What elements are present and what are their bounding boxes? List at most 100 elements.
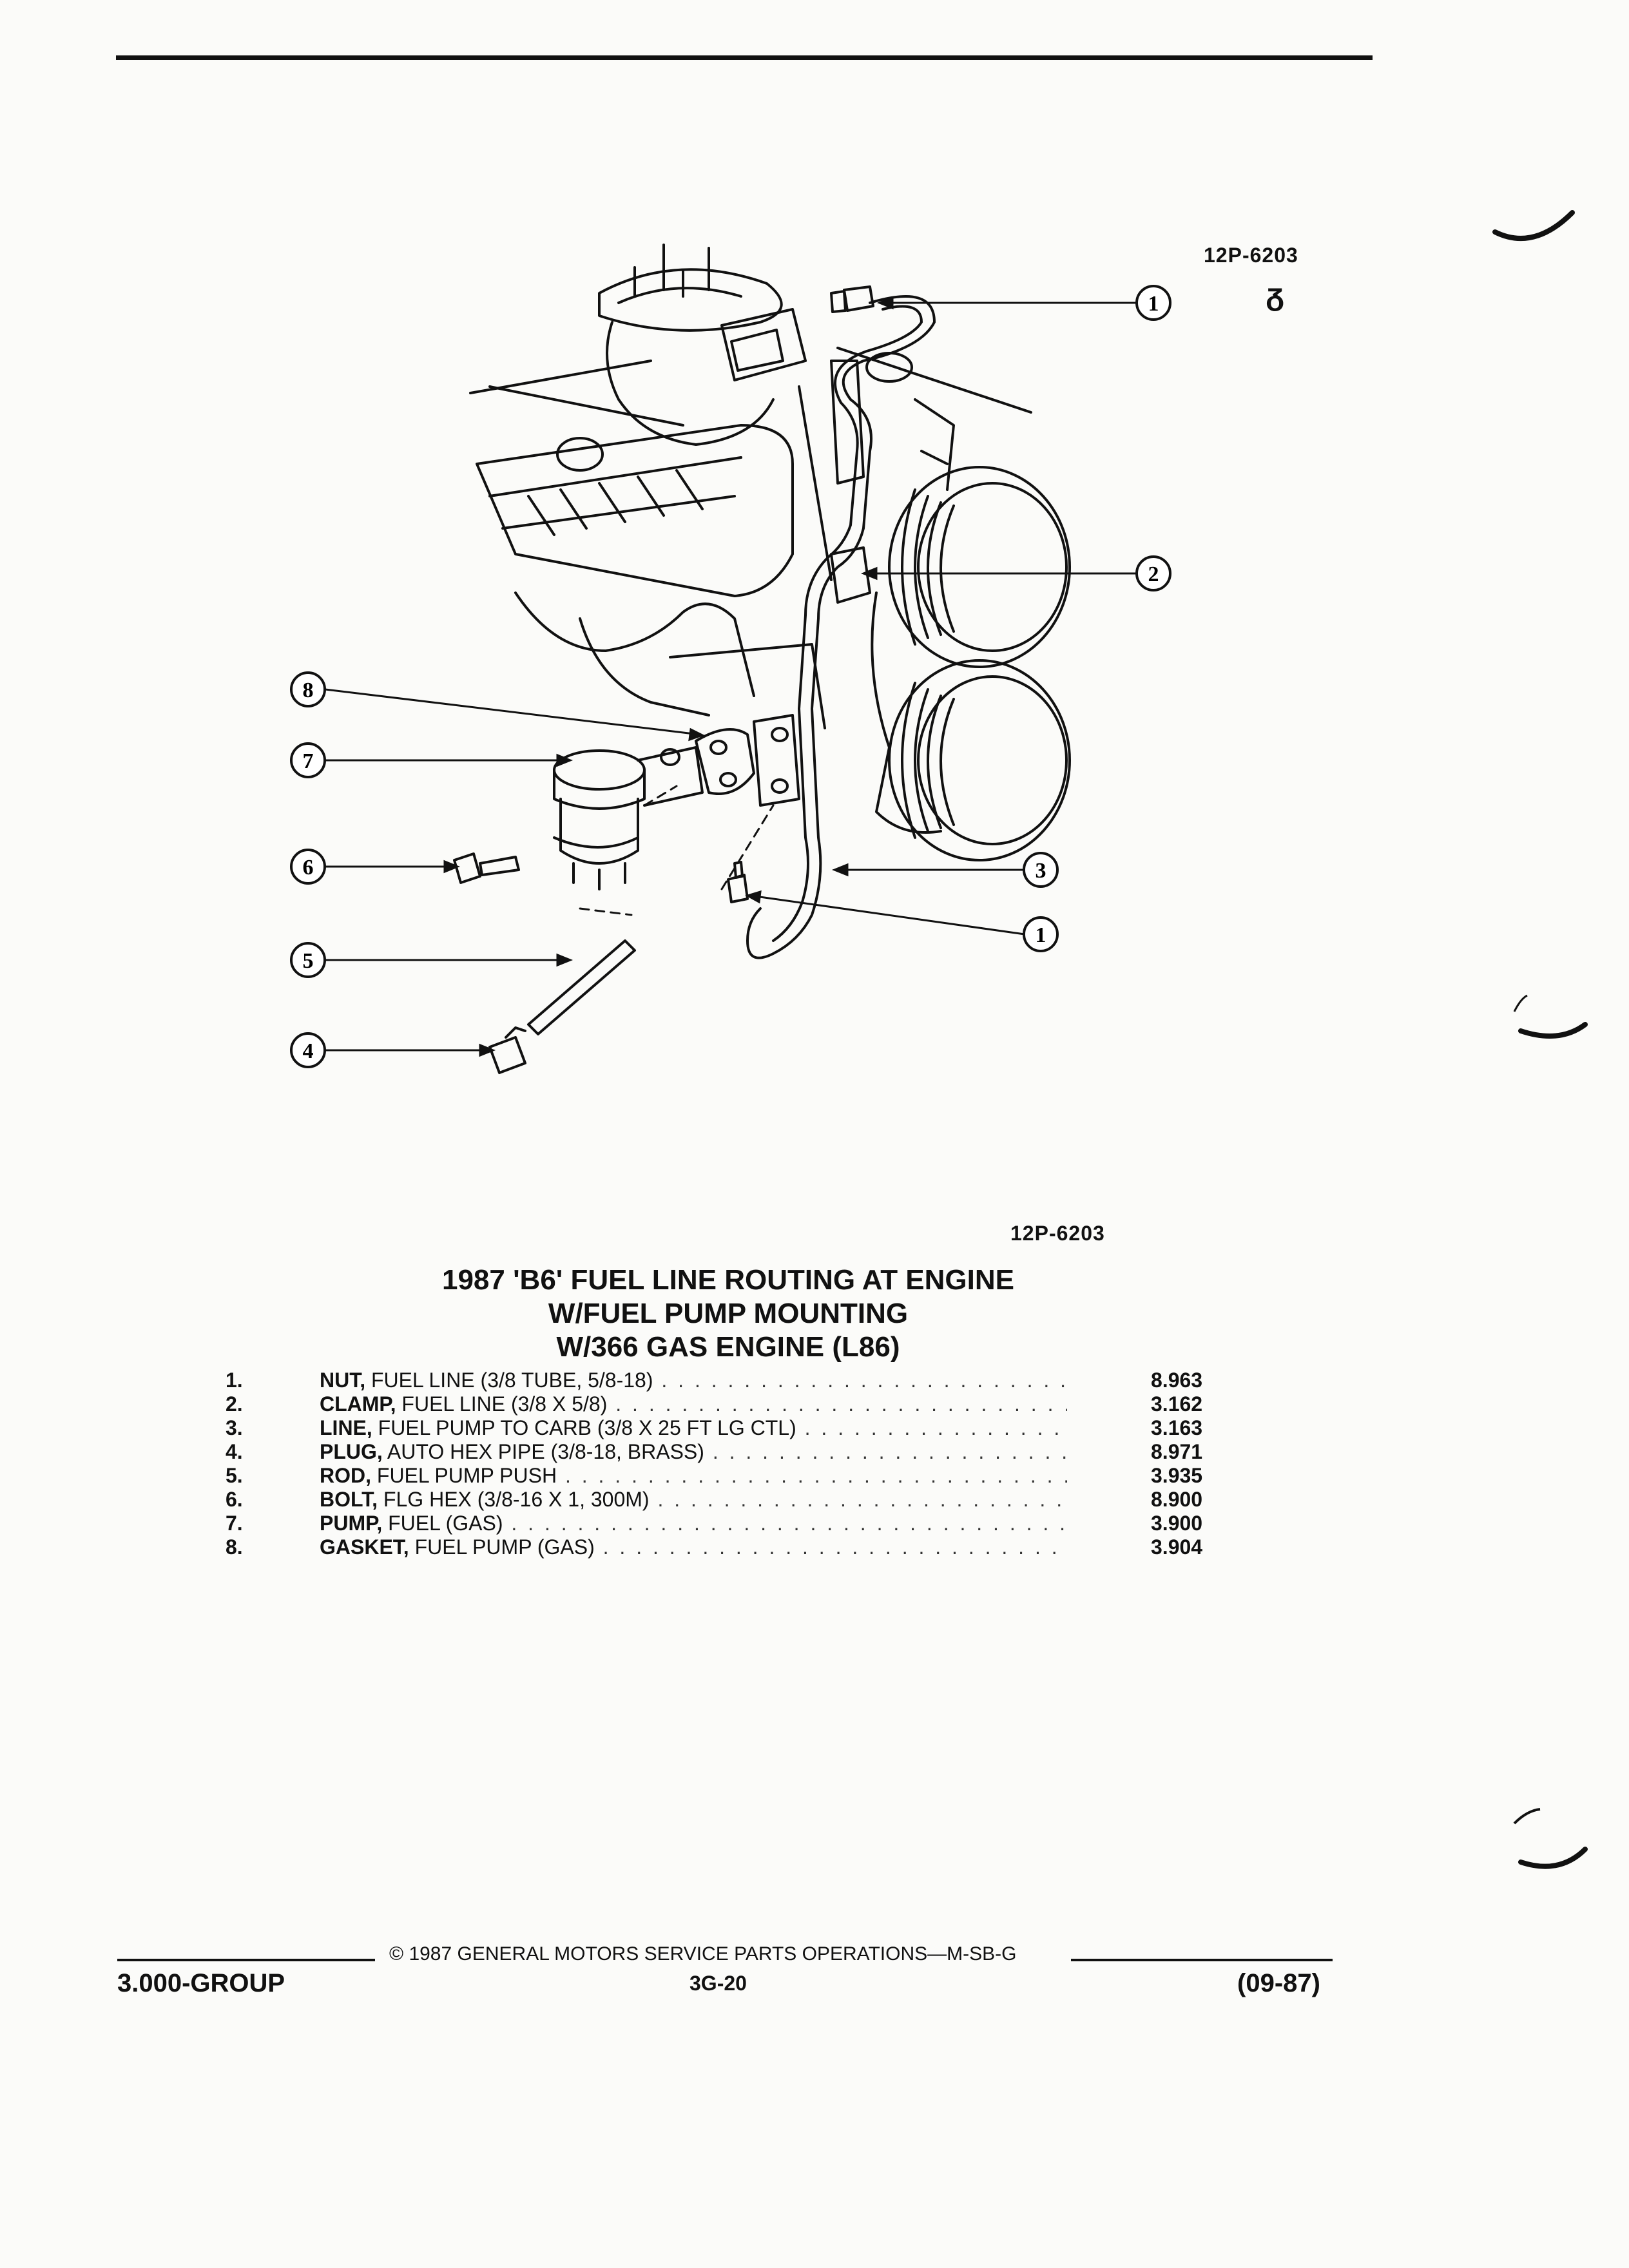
- binding-mark: [1513, 994, 1588, 1039]
- dot-leader: . . . . . . . . . . . . . . . . . . . . …: [511, 1512, 1067, 1535]
- list-item: 6.BOLT, FLG HEX (3/8-16 X 1, 300M) . . .…: [226, 1488, 1231, 1512]
- callout-8: 8: [290, 671, 326, 707]
- fuel-line: [746, 295, 936, 959]
- page-number: 3G-20: [689, 1972, 747, 1995]
- item-description: PUMP, FUEL (GAS) . . . . . . . . . . . .…: [320, 1512, 1067, 1535]
- parts-list: 1. NUT, FUEL LINE (3/8 TUBE, 5/8-18) . . …: [226, 1369, 1231, 1559]
- bottom-fitting: [727, 861, 749, 903]
- binding-mark: [1513, 1808, 1588, 1869]
- line-clamp: [830, 546, 871, 604]
- dot-leader: . . . . . . . . . . . . . . . . . . . . …: [712, 1440, 1067, 1463]
- callout-6: 6: [290, 849, 326, 885]
- item-name: ROD,: [320, 1464, 371, 1487]
- svg-text:5: 5: [303, 949, 314, 973]
- svg-text:2: 2: [1148, 562, 1159, 586]
- item-number: 8.: [226, 1535, 243, 1559]
- dot-leader: . . . . . . . . . . . . . . . . . . . . …: [602, 1535, 1067, 1559]
- item-description: LINE, FUEL PUMP TO CARB (3/8 X 25 FT LG …: [320, 1416, 1067, 1440]
- gasket: [695, 728, 755, 795]
- callout-4: 4: [290, 1032, 326, 1068]
- list-item: 1. NUT, FUEL LINE (3/8 TUBE, 5/8-18) . . …: [226, 1369, 1231, 1392]
- item-number: 3.: [226, 1416, 243, 1439]
- lower-pulley: [888, 659, 1071, 861]
- dot-leader: . . . . . . . . . . . . . . . . . . . . …: [657, 1488, 1067, 1511]
- figure-reference: 12P-6203: [1010, 1222, 1105, 1245]
- item-name: PUMP,: [320, 1512, 383, 1535]
- footer-rule-right: [1071, 1959, 1333, 1961]
- figure-title-line-2: W/FUEL PUMP MOUNTING: [548, 1298, 909, 1329]
- item-description: CLAMP, FUEL LINE (3/8 X 5/8) . . . . . .…: [320, 1392, 1067, 1416]
- svg-text:6: 6: [303, 856, 314, 879]
- item-name: LINE,: [320, 1416, 372, 1439]
- callout-5: 5: [290, 942, 326, 978]
- binding-mark: [1492, 210, 1575, 241]
- item-detail: FUEL PUMP (GAS): [409, 1535, 595, 1559]
- item-detail: FUEL LINE (3/8 TUBE, 5/8-18): [365, 1369, 653, 1392]
- group-code: 3.900: [1151, 1512, 1203, 1535]
- item-detail: AUTO HEX PIPE (3/8-18, BRASS): [382, 1440, 704, 1463]
- callout-3: 3: [1023, 852, 1059, 888]
- fuel-pump: [553, 746, 704, 890]
- item-description: GASKET, FUEL PUMP (GAS) . . . . . . . . …: [320, 1535, 1067, 1559]
- top-fitting: [830, 285, 874, 313]
- push-rod: [527, 939, 636, 1035]
- item-detail: FUEL LINE (3/8 X 5/8): [396, 1392, 608, 1416]
- dot-leader: . . . . . . . . . . . . . . . . . . . . …: [615, 1392, 1067, 1416]
- group-code: 8.963: [1151, 1369, 1203, 1392]
- item-number: 5.: [226, 1464, 243, 1487]
- dot-leader: . . . . . . . . . . . . . . . . . . . . …: [804, 1416, 1067, 1439]
- group-code: 3.904: [1151, 1535, 1203, 1559]
- list-item: 7. PUMP, FUEL (GAS) . . . . . . . . . . .…: [226, 1512, 1231, 1535]
- group-code: 3.935: [1151, 1464, 1203, 1487]
- item-name: PLUG,: [320, 1440, 383, 1463]
- gm-logo-mark: ᵹ: [1266, 278, 1285, 312]
- callout-1-top: 1: [1135, 285, 1171, 321]
- group-code: 3.162: [1151, 1392, 1203, 1416]
- hex-plug: [488, 1026, 526, 1074]
- svg-text:7: 7: [303, 749, 314, 773]
- svg-text:1: 1: [1148, 292, 1159, 316]
- item-detail: FUEL PUMP PUSH: [371, 1464, 557, 1487]
- list-item: 8. GASKET, FUEL PUMP (GAS) . . . . . . . …: [226, 1535, 1231, 1559]
- engine-block: [469, 347, 1032, 581]
- item-name: CLAMP,: [320, 1392, 396, 1416]
- item-number: 1.: [226, 1369, 243, 1392]
- item-detail: FUEL PUMP TO CARB (3/8 X 25 FT LG CTL): [372, 1416, 796, 1439]
- dot-leader: . . . . . . . . . . . . . . . . . . . . …: [564, 1464, 1067, 1487]
- item-detail: FLG HEX (3/8-16 X 1, 300M): [378, 1488, 650, 1511]
- list-item: 5. ROD, FUEL PUMP PUSH . . . . . . . . . …: [226, 1464, 1231, 1488]
- svg-text:4: 4: [303, 1039, 314, 1063]
- item-number: 7.: [226, 1512, 243, 1535]
- item-description: ROD, FUEL PUMP PUSH . . . . . . . . . . …: [320, 1464, 1067, 1488]
- item-number: 6.: [226, 1488, 243, 1511]
- pump-bolt: [453, 852, 520, 884]
- distributor-cap: [598, 268, 783, 332]
- dot-leader: . . . . . . . . . . . . . . . . . . . . …: [661, 1369, 1067, 1392]
- revision-date: (09-87): [1237, 1969, 1320, 1997]
- item-number: 2.: [226, 1392, 243, 1416]
- group-number: 3.000-GROUP: [117, 1969, 285, 1997]
- figure-title-line-1: 1987 'B6' FUEL LINE ROUTING AT ENGINE: [441, 1264, 1015, 1296]
- callout-7: 7: [290, 742, 326, 778]
- callout-1-bottom: 1: [1023, 916, 1059, 952]
- figure-title-line-3: W/366 GAS ENGINE (L86): [556, 1331, 900, 1363]
- svg-text:1: 1: [1036, 923, 1046, 947]
- group-code: 8.971: [1151, 1440, 1203, 1463]
- item-detail: FUEL (GAS): [382, 1512, 503, 1535]
- list-item: 4.PLUG, AUTO HEX PIPE (3/8-18, BRASS) . …: [226, 1440, 1231, 1464]
- copyright-notice: © 1987 GENERAL MOTORS SERVICE PARTS OPER…: [389, 1943, 1017, 1965]
- item-name: NUT,: [320, 1369, 366, 1392]
- valve-cover: [476, 424, 794, 597]
- list-item: 3. LINE, FUEL PUMP TO CARB (3/8 X 25 FT L…: [226, 1416, 1231, 1440]
- item-description: NUT, FUEL LINE (3/8 TUBE, 5/8-18) . . . …: [320, 1369, 1067, 1392]
- item-description: PLUG, AUTO HEX PIPE (3/8-18, BRASS) . . …: [320, 1440, 1067, 1464]
- svg-text:8: 8: [303, 678, 314, 702]
- coil-box: [720, 308, 807, 381]
- item-name: GASKET,: [320, 1535, 409, 1559]
- group-code: 3.163: [1151, 1416, 1203, 1439]
- footer-rule-left: [117, 1959, 375, 1961]
- callout-2: 2: [1135, 555, 1171, 591]
- upper-pulley: [888, 466, 1071, 668]
- group-code: 8.900: [1151, 1488, 1203, 1511]
- top-rule: [116, 55, 1373, 60]
